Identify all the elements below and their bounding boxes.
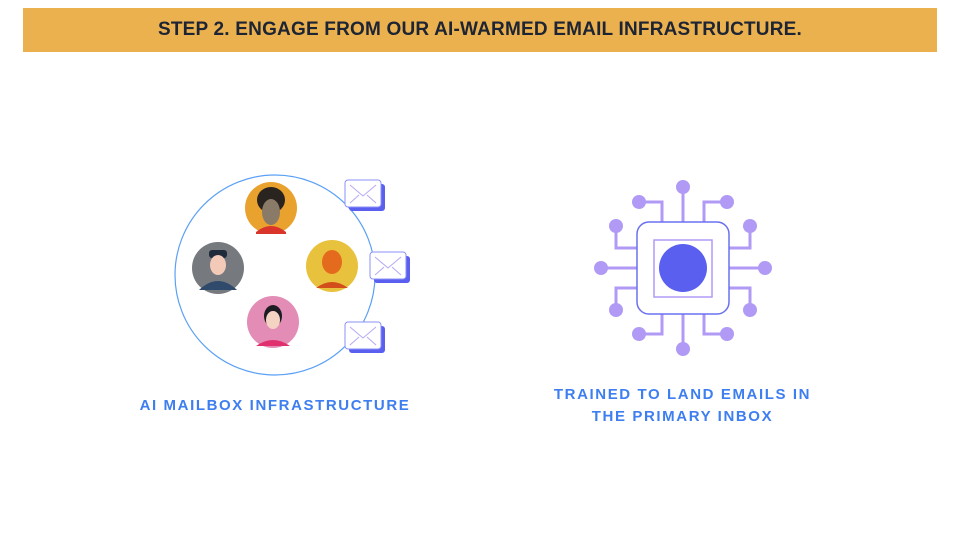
avatar-4	[247, 296, 299, 348]
mailbox-caption: AI MAILBOX INFRASTRUCTURE	[139, 397, 411, 414]
step-title: STEP 2. ENGAGE FROM OUR AI-WARMED EMAIL …	[157, 19, 802, 40]
inbox-caption: TRAINED TO LAND EMAILS IN THE PRIMARY IN…	[520, 384, 845, 428]
envelope-icon	[344, 321, 385, 353]
mailbox-group	[174, 174, 410, 376]
envelope-icon	[344, 179, 385, 211]
step-banner: STEP 2. ENGAGE FROM OUR AI-WARMED EMAIL …	[23, 8, 937, 52]
inbox-caption-line2: THE PRIMARY INBOX	[591, 408, 774, 425]
envelope-icon	[369, 251, 410, 283]
avatar-2	[192, 242, 244, 294]
ai-chip-icon	[594, 180, 772, 356]
inbox-caption-line1: TRAINED TO LAND EMAILS IN	[553, 386, 812, 403]
avatar-3	[306, 240, 358, 292]
avatar-1	[245, 182, 297, 234]
